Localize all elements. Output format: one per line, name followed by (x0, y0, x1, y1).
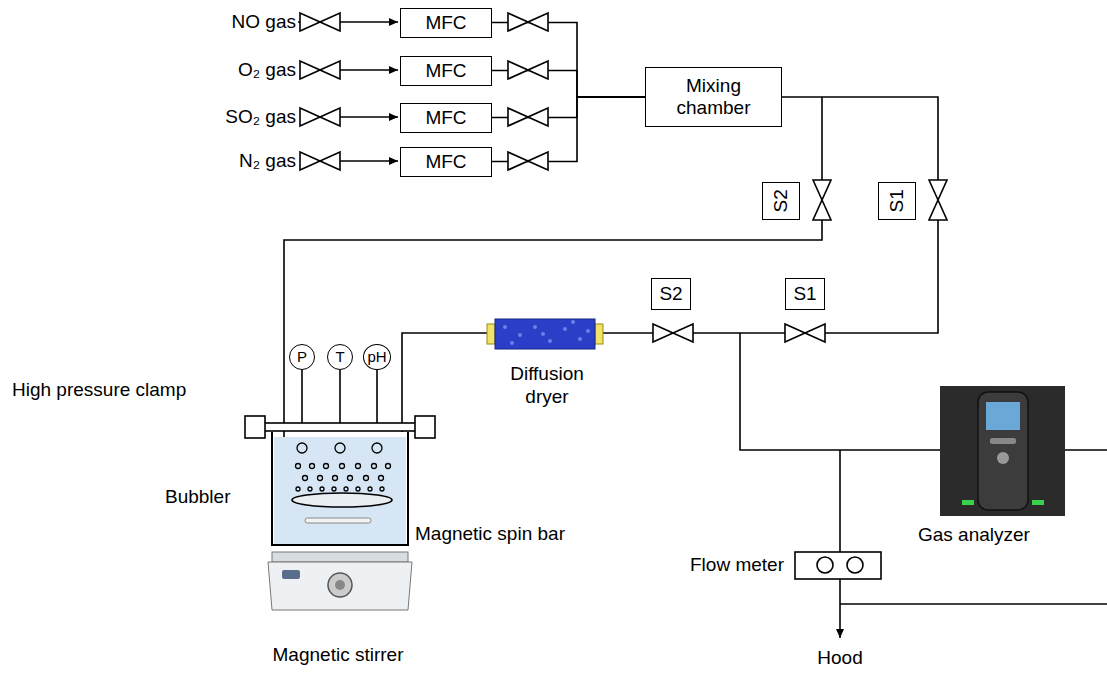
gauge-stem (301, 370, 303, 424)
valve-symbol (508, 13, 548, 31)
flow-meter (795, 552, 881, 579)
valve-symbol (508, 61, 548, 79)
part-label: Magnetic stirrer (273, 644, 404, 667)
bubbler-vessel (272, 432, 408, 545)
gas-pipe (492, 23, 645, 98)
gas-label: O₂ gas (238, 59, 296, 82)
magnetic-stirrer (268, 552, 412, 610)
part-label: Gas analyzer (918, 524, 1030, 547)
gas-label: N₂ gas (239, 150, 296, 173)
gauge-circle: pH (363, 344, 391, 370)
node-text: MFC (425, 12, 466, 34)
mfc-box: MFC (400, 147, 492, 177)
valve-symbol (813, 180, 831, 220)
gas-label: NO gas (232, 11, 296, 34)
spin-bar (305, 518, 371, 523)
valve-symbol (929, 180, 947, 220)
switch-tag: S2 (651, 278, 691, 310)
node-text: S2 (770, 189, 792, 212)
valve-symbol (300, 61, 340, 79)
valve-symbol (785, 324, 825, 342)
clamp (245, 416, 265, 438)
node-text: Mixing chamber (653, 75, 774, 119)
pipe (840, 603, 1107, 605)
pipe (821, 97, 823, 180)
node-text: P (297, 348, 307, 365)
valve-symbol (508, 152, 548, 170)
mfc-box: MFC (400, 103, 492, 133)
switch-tag: S1 (785, 278, 825, 310)
node-text: T (335, 348, 344, 365)
node-text: S2 (659, 283, 682, 305)
gauge-stem (376, 370, 378, 424)
part-label: Diffusion dryer (487, 363, 607, 409)
valve-symbol (653, 324, 693, 342)
node-text: MFC (425, 107, 466, 129)
gauge-stem (339, 370, 341, 424)
part-label: High pressure clamp (12, 379, 186, 402)
clamp (415, 416, 435, 438)
gas-analyzer (940, 386, 1065, 516)
valve-symbol (300, 152, 340, 170)
pipe (839, 450, 841, 552)
node-text: S1 (886, 189, 908, 212)
mixing-chamber-box: Mixing chamber (645, 67, 782, 127)
bubbler-lid (256, 423, 424, 431)
mfc-box: MFC (400, 56, 492, 86)
pipe (603, 220, 938, 333)
diffuser-plate (292, 493, 392, 507)
valve-symbol (508, 108, 548, 126)
part-label: Bubbler (165, 486, 231, 509)
valve-symbol (300, 108, 340, 126)
gauge-circle: P (289, 344, 315, 370)
node-text: S1 (793, 283, 816, 305)
switch-tag: S1 (878, 182, 916, 220)
mfc-box: MFC (400, 8, 492, 38)
gas-pipe (492, 97, 645, 162)
node-text: pH (367, 348, 386, 365)
node-text: MFC (425, 60, 466, 82)
pipe (839, 578, 841, 638)
part-label: Flow meter (690, 554, 784, 577)
pipe (780, 97, 938, 180)
diffusion-dryer (487, 319, 603, 349)
gauge-circle: T (327, 344, 353, 370)
part-label: Magnetic spin bar (415, 523, 565, 546)
bubbles (296, 443, 391, 491)
switch-tag: S2 (762, 182, 800, 220)
node-text: MFC (425, 151, 466, 173)
valve-symbol (300, 13, 340, 31)
water (274, 437, 406, 544)
part-label: Hood (817, 647, 862, 670)
gas-label: SO₂ gas (225, 106, 296, 129)
